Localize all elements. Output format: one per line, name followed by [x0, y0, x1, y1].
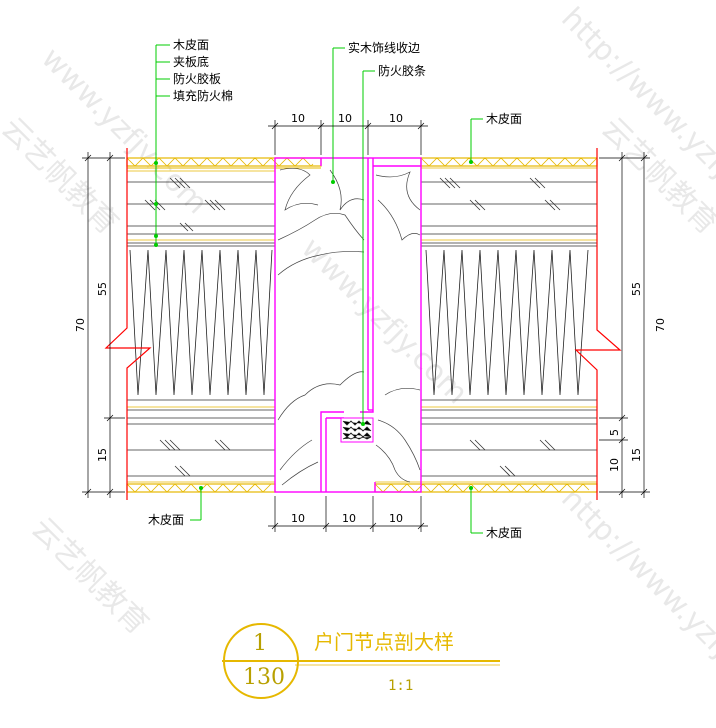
right-break-line [574, 148, 622, 500]
dim-right-outer: 70 [654, 318, 667, 332]
drawing-title: 户门节点剖大样 [314, 630, 454, 654]
drawing-scale: 1:1 [388, 678, 413, 694]
left-fire-insulation [129, 249, 273, 396]
dim-left-inner-bottom: 15 [96, 448, 109, 462]
dimension-lines [82, 120, 650, 532]
label-veneer-bottom-right: 木皮面 [486, 526, 522, 540]
leader-lines [155, 44, 483, 534]
dim-top-1: 10 [291, 112, 305, 125]
dim-right-inner-top: 55 [630, 282, 643, 296]
door-frame [274, 157, 422, 493]
left-panel [104, 148, 322, 500]
label-veneer-top-right: 木皮面 [486, 112, 522, 126]
wood-grain [277, 168, 421, 486]
dim-left-outer: 70 [74, 318, 87, 332]
dim-bottom-3: 10 [389, 512, 403, 525]
dim-right-small-a: 5 [608, 429, 621, 436]
dim-bottom-2: 10 [342, 512, 356, 525]
dim-left-inner-top: 55 [96, 282, 109, 296]
right-fire-insulation [425, 249, 589, 396]
label-fire-insulation: 填充防火棉 [173, 88, 233, 103]
dim-right-small-b: 10 [608, 458, 621, 472]
watermark-6: http://www.yzfjy.com [554, 481, 716, 726]
detail-number: 1 [253, 631, 267, 656]
label-fire-gasket: 防火胶条 [378, 63, 426, 78]
dim-right-inner-bottom: 15 [630, 448, 643, 462]
dim-top-2: 10 [338, 112, 352, 125]
right-top-veneer [420, 157, 598, 167]
dim-top-3: 10 [389, 112, 403, 125]
label-veneer-bottom-left: 木皮面 [148, 513, 184, 527]
dim-bottom-1: 10 [291, 512, 305, 525]
left-break-line [104, 148, 152, 500]
label-fire-laminate: 防火胶板 [173, 71, 221, 86]
label-solid-wood-trim: 实木饰线收边 [348, 40, 420, 55]
title-block: 1 130 户门节点剖大样 1:1 [222, 623, 500, 699]
label-plywood-base: 夹板底 [173, 54, 209, 69]
sheet-number: 130 [243, 665, 285, 690]
watermark-7: 云艺帆教育 [24, 511, 155, 642]
label-veneer-top-left: 木皮面 [173, 38, 209, 52]
